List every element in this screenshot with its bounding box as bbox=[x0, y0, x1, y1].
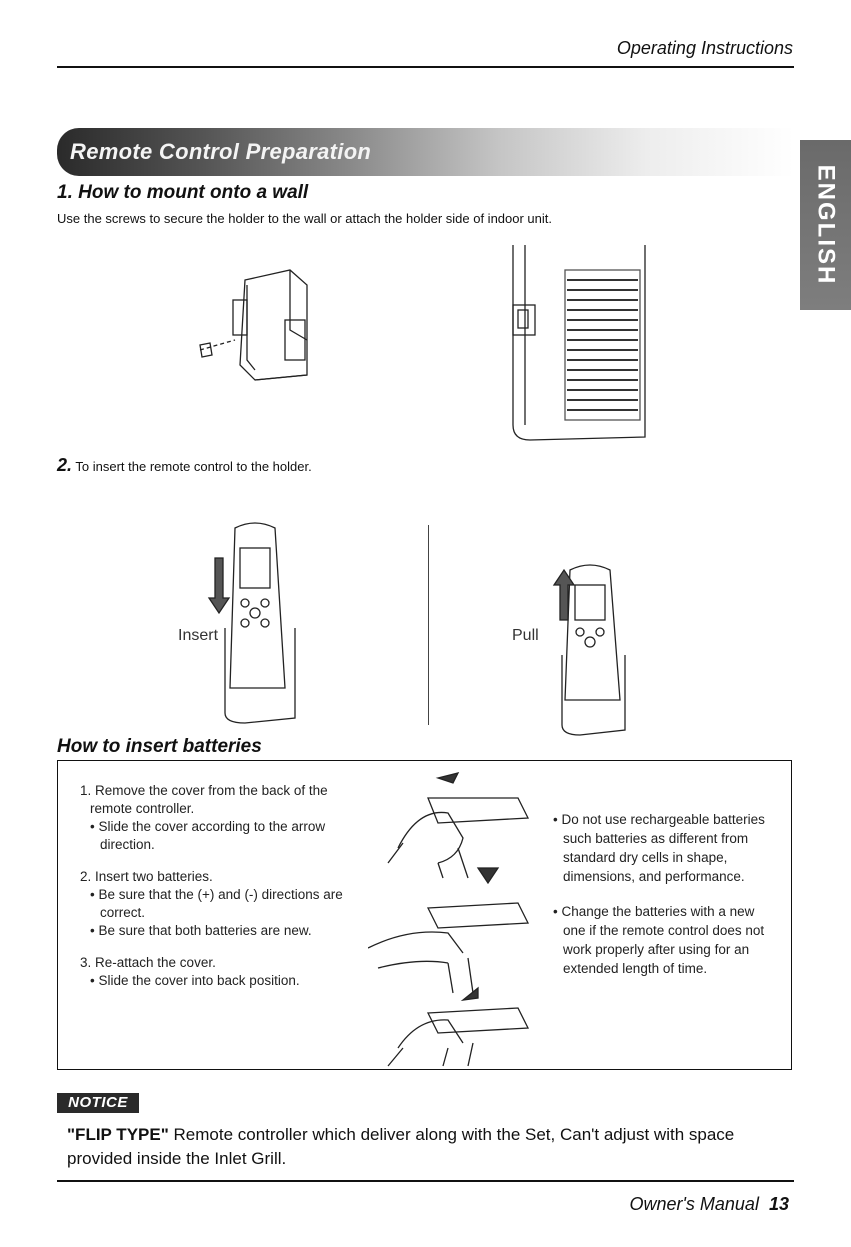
illustration-divider bbox=[428, 525, 429, 725]
step-1-sub: • Slide the cover according to the arrow bbox=[90, 819, 326, 834]
page-number: 13 bbox=[768, 1194, 789, 1214]
note-1-line-4: dimensions, and performance. bbox=[563, 869, 745, 884]
batteries-heading: How to insert batteries bbox=[57, 736, 262, 757]
notice-text: "FLIP TYPE" Remote controller which deli… bbox=[67, 1123, 797, 1171]
pull-remote-illustration bbox=[552, 564, 626, 736]
indoor-unit-illustration bbox=[512, 245, 646, 441]
battery-notes: • Do not use rechargeable batteries such… bbox=[553, 810, 783, 978]
section2-instruction: 2. To insert the remote control to the h… bbox=[57, 455, 312, 476]
step-1: 1. Remove the cover from the back of the bbox=[80, 783, 328, 798]
battery-steps: 1. Remove the cover from the back of the… bbox=[80, 782, 365, 990]
banner-title: Remote Control Preparation bbox=[70, 139, 372, 164]
step-1-sub-cont: direction. bbox=[100, 837, 155, 852]
notice-bold: "FLIP TYPE" bbox=[67, 1125, 169, 1144]
pull-label: Pull bbox=[512, 627, 539, 644]
step-3: 3. Re-attach the cover. bbox=[80, 955, 216, 970]
batteries-box bbox=[57, 760, 792, 1070]
note-1-line-2: such batteries as different from bbox=[563, 831, 749, 846]
language-tab-label: ENGLISH bbox=[812, 164, 840, 286]
insert-label: Insert bbox=[178, 627, 219, 644]
step-2-sub-1-cont: correct. bbox=[100, 905, 146, 920]
section1-heading: 1. How to mount onto a wall bbox=[57, 182, 309, 203]
note-1-line-1: • Do not use rechargeable batteries bbox=[553, 812, 765, 827]
wall-holder-illustration bbox=[199, 269, 308, 381]
note-2-line-4: extended length of time. bbox=[563, 961, 708, 976]
section2-number: 2. bbox=[57, 455, 73, 475]
page-header-title: Operating Instructions bbox=[616, 38, 793, 58]
footer: Owner's Manual 13 bbox=[629, 1194, 789, 1215]
battery-hands-illustration bbox=[368, 772, 530, 1067]
footer-title: Owner's Manual bbox=[629, 1194, 759, 1214]
footer-rule bbox=[57, 1180, 794, 1182]
step-2-sub-2: • Be sure that both batteries are new. bbox=[90, 923, 312, 938]
step-2: 2. Insert two batteries. bbox=[80, 869, 213, 884]
insert-remote-illustration bbox=[207, 522, 296, 724]
note-2-line-2: one if the remote control does not bbox=[563, 923, 765, 938]
notice-body: Remote controller which deliver along wi… bbox=[67, 1125, 735, 1168]
note-2-line-3: work properly after using for an bbox=[563, 942, 750, 957]
header-rule bbox=[57, 66, 794, 68]
note-2-line-1: • Change the batteries with a new bbox=[553, 904, 755, 919]
step-2-sub-1: • Be sure that the (+) and (-) direction… bbox=[90, 887, 343, 902]
step-3-sub: • Slide the cover into back position. bbox=[90, 973, 300, 988]
notice-badge: NOTICE bbox=[57, 1093, 139, 1113]
note-1-line-3: standard dry cells in shape, bbox=[563, 850, 728, 865]
step-1-cont: remote controller. bbox=[90, 801, 195, 816]
language-tab bbox=[800, 140, 851, 310]
section-banner bbox=[57, 128, 794, 176]
section1-body: Use the screws to secure the holder to t… bbox=[57, 211, 552, 226]
section2-text: To insert the remote control to the hold… bbox=[75, 459, 312, 474]
